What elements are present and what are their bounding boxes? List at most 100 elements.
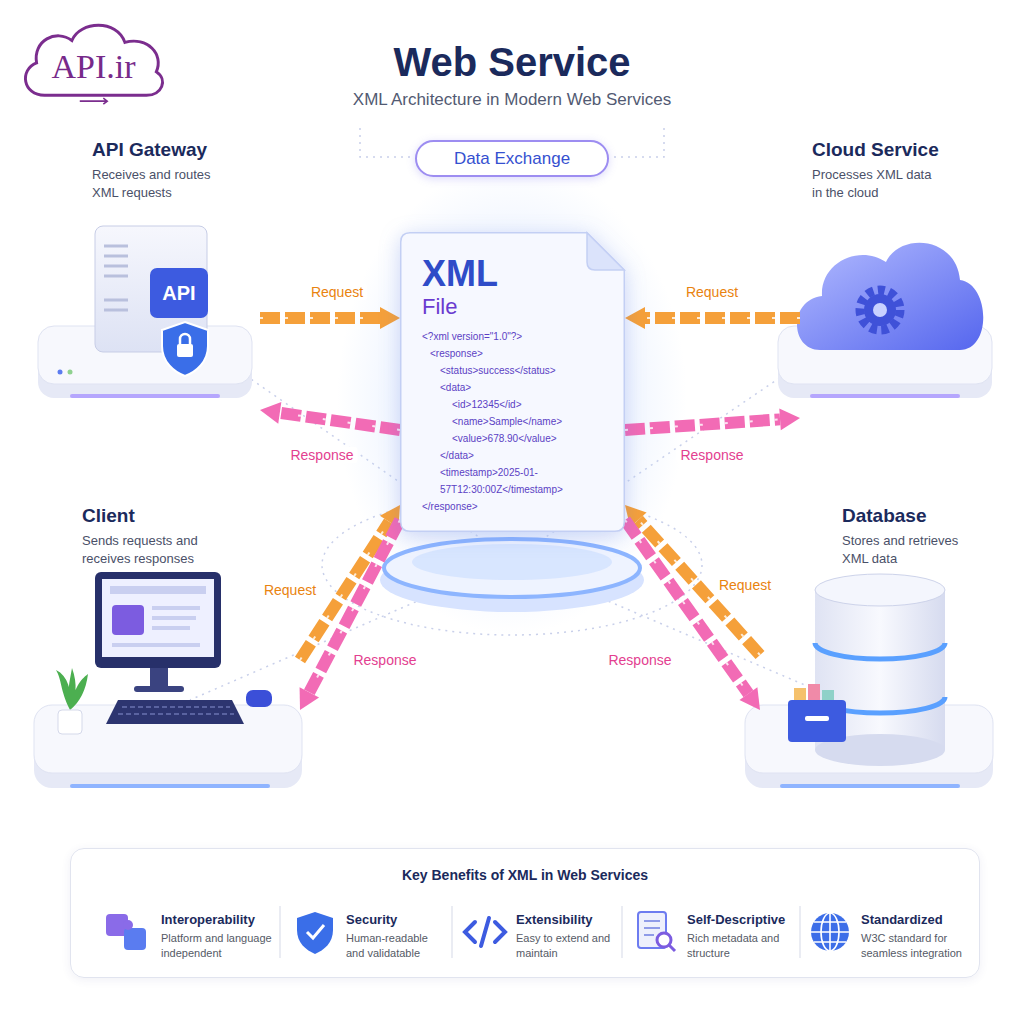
code-line: <name>Sample</name>: [452, 413, 603, 430]
component-heading: Client: [82, 504, 300, 528]
benefit-description: W3C standard for seamless integration: [861, 931, 975, 961]
illustration-part: [797, 243, 983, 350]
illustration-part: [644, 921, 660, 935]
illustration-part: [815, 574, 945, 606]
illustration-part: [360, 128, 413, 157]
benefit-heading: Interoperability: [161, 911, 277, 928]
benefit-description: Platform and language independent: [161, 931, 277, 961]
connector: [300, 520, 400, 710]
illustration-part: [70, 394, 220, 398]
benefit-item: InteroperabilityPlatform and language in…: [161, 911, 277, 961]
api-gateway-illustration: [38, 226, 252, 398]
illustration-part: [788, 700, 846, 742]
data-exchange-pill: Data Exchange: [415, 140, 609, 177]
edge-label: Response: [676, 447, 747, 463]
cloud-service-illustration: [778, 243, 992, 398]
illustration-part: [134, 686, 184, 692]
illustration-part: [70, 784, 270, 788]
illustration-part: [58, 370, 63, 375]
illustration-part: [611, 128, 664, 157]
connector: [260, 307, 400, 329]
component-description: Sends requests and receives responses: [82, 532, 220, 568]
benefit-item: Self-DescriptiveRich metadata and struct…: [687, 911, 795, 961]
illustration-part: [112, 605, 144, 635]
illustration-part: [58, 710, 82, 734]
connector: [260, 402, 400, 430]
code-line: <id>12345</id>: [452, 396, 603, 413]
connector-line: [625, 419, 780, 430]
code-line: <timestamp>2025-01-57T12:30:00Z</timesta…: [440, 464, 603, 498]
benefit-description: Easy to extend and maintain: [516, 931, 616, 961]
diagram-title: Web Service: [393, 40, 630, 85]
edge-label: Request: [682, 284, 742, 300]
component-description: Stores and retrieves XML data: [842, 532, 984, 568]
benefit-item: StandardizedW3C standard for seamless in…: [861, 911, 975, 961]
illustration-part: [110, 586, 206, 594]
database-block: DatabaseStores and retrieves XML data: [760, 504, 995, 800]
benefits-panel: Key Benefits of XML in Web ServicesInter…: [70, 848, 980, 978]
connector-core: [260, 317, 380, 319]
illustration-part: [150, 668, 168, 688]
logo-text: API.ir: [15, 15, 172, 87]
illustration-part: [669, 945, 675, 951]
illustration-part: [780, 784, 960, 788]
illustration-part: [657, 933, 671, 947]
code-line: </response>: [422, 498, 603, 515]
illustration-part: [124, 928, 146, 950]
illustration-part: [811, 913, 849, 951]
connector: [625, 307, 800, 329]
edge-label: Request: [715, 577, 775, 593]
component-description: Processes XML data in the cloud: [812, 166, 944, 202]
benefit-heading: Security: [346, 911, 446, 928]
connector-core: [280, 413, 400, 430]
illustration-part: [102, 579, 214, 657]
connector-line: [645, 312, 800, 324]
edge-label: Response: [286, 447, 357, 463]
connector-line: [280, 413, 400, 430]
illustration-part: [412, 544, 612, 580]
illustration-part: [384, 539, 640, 597]
illustration-part: [811, 913, 849, 951]
illustration-part: [56, 668, 88, 710]
connector: [625, 408, 800, 430]
code-line: <data>: [440, 379, 603, 396]
code-line: <response>: [430, 345, 603, 362]
benefit-description: Rich metadata and structure: [687, 931, 795, 961]
code-line: </data>: [440, 447, 603, 464]
illustration-part: [810, 394, 960, 398]
connector-core: [645, 317, 800, 319]
illustration-part: [307, 925, 324, 938]
arrow-head: [625, 307, 645, 329]
component-heading: Database: [842, 504, 995, 528]
illustration-part: [177, 344, 193, 357]
illustration-part: [860, 290, 900, 330]
connector-line: [260, 312, 380, 324]
logo-cloud: API.ir: [15, 15, 172, 108]
edge-label: Request: [260, 582, 320, 598]
connector: [625, 520, 760, 710]
arrow-head: [779, 408, 800, 430]
component-heading: API Gateway: [92, 138, 260, 162]
illustration-part: [123, 920, 133, 930]
connector-core: [625, 419, 780, 430]
arrow-head: [739, 687, 760, 710]
arrow-head: [380, 307, 400, 329]
xml-file-document: XMLFile<?xml version="1.0"?><response><s…: [400, 232, 625, 532]
benefit-heading: Standardized: [861, 911, 975, 928]
file-label: File: [422, 294, 603, 320]
pedestal: [380, 539, 644, 612]
benefit-item: ExtensibilityEasy to extend and maintain: [516, 911, 616, 961]
arrow-head: [260, 402, 281, 424]
illustration-part: [162, 322, 208, 376]
component-description: Receives and routes XML requests: [92, 166, 232, 202]
illustration-part: [68, 370, 73, 375]
illustration-part: [150, 268, 208, 318]
edge-label: Request: [307, 284, 367, 300]
database-illustration: [745, 574, 993, 788]
illustration-part: [118, 707, 234, 714]
benefit-description: Human-readable and validatable: [346, 931, 446, 961]
illustration-part: [297, 912, 333, 954]
illustration-part: [106, 700, 244, 724]
illustration-part: [95, 572, 221, 668]
illustration-part: [465, 918, 505, 946]
